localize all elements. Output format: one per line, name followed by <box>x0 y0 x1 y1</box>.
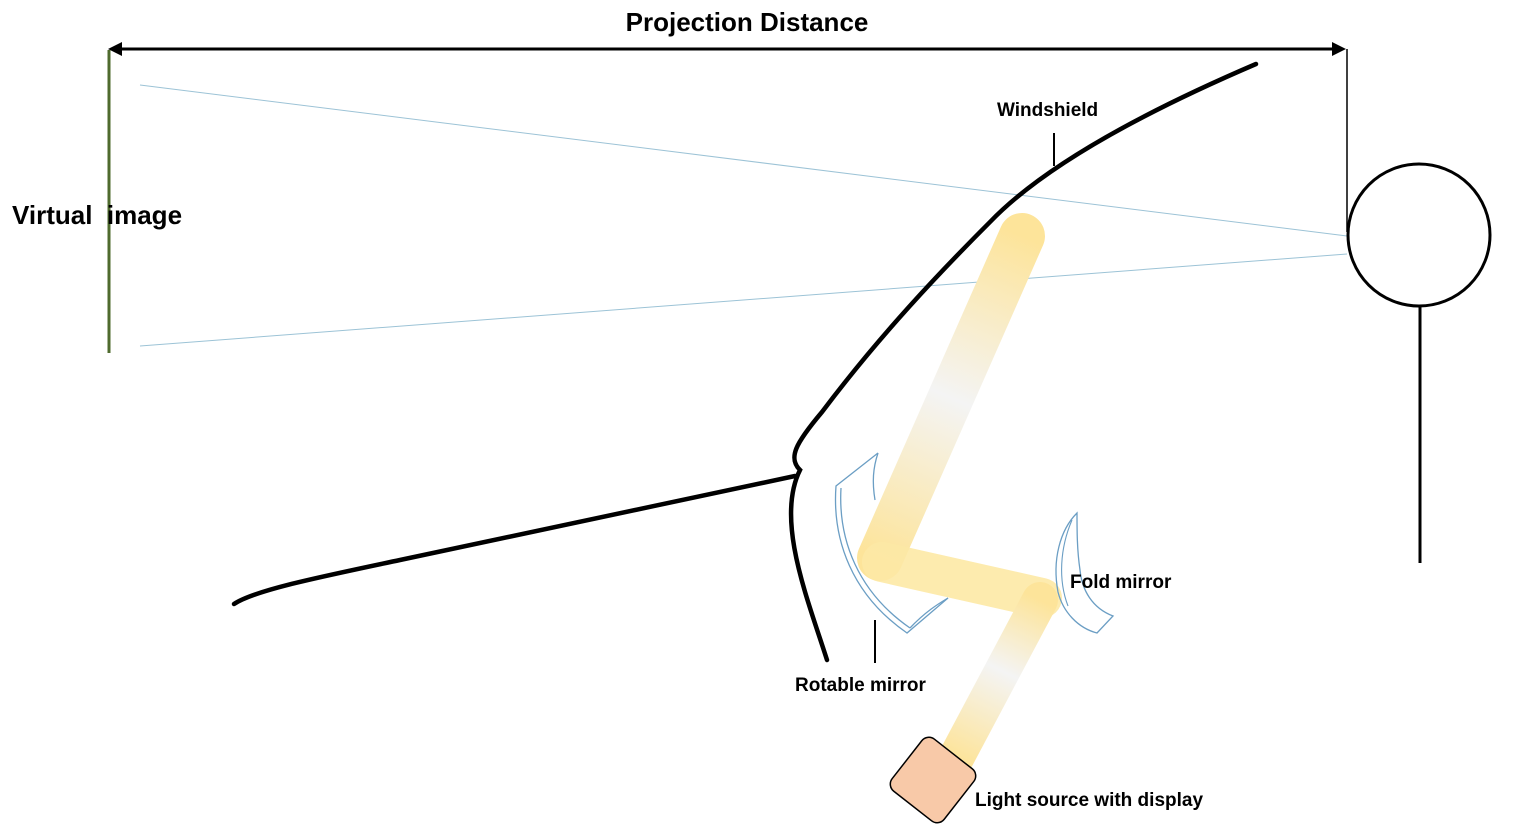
fold-mirror <box>1055 511 1115 634</box>
rotable-mirror <box>834 452 949 634</box>
dashboard-outline <box>231 473 798 607</box>
light-source-box <box>889 736 977 824</box>
fold-mirror-label: Fold mirror <box>1070 572 1172 593</box>
projection-distance-title: Projection Distance <box>626 7 869 37</box>
projection-distance-arrow <box>108 42 1348 232</box>
light-beam <box>857 213 1062 778</box>
viewer-head-circle <box>1346 162 1492 308</box>
light-source-label: Light source with display <box>975 790 1203 811</box>
sight-ray-bottom <box>139 253 1348 347</box>
windshield-outline <box>788 61 1259 663</box>
sight-ray-top <box>139 84 1348 237</box>
virtual-image-label: Virtual image <box>12 200 182 230</box>
windshield-label: Windshield <box>997 100 1098 121</box>
rotable-mirror-label: Rotable mirror <box>795 675 927 696</box>
